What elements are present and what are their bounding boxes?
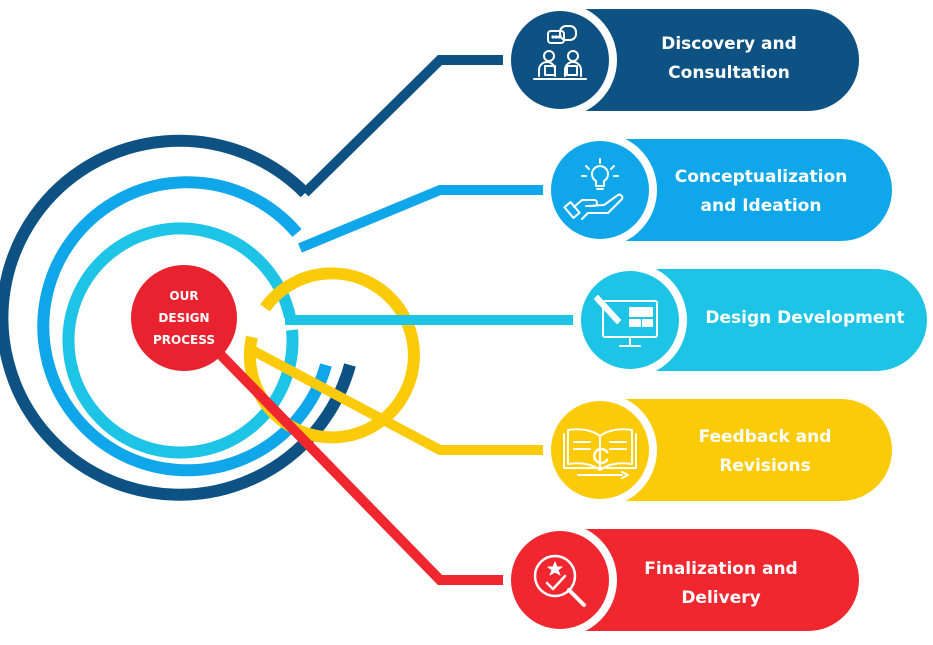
step-pill-finalization (575, 529, 859, 631)
monitor-design-icon (594, 295, 658, 347)
consultation-icon (533, 25, 587, 80)
idea-hand-icon (563, 158, 624, 220)
step-label-finalization: Finalization and Delivery (644, 559, 798, 608)
center-label: OUR DESIGN PROCESS (153, 289, 215, 347)
step-label-conceptualization: Conceptualization and Ideation (674, 167, 848, 216)
ring-conceptualization (37, 176, 332, 477)
open-book-icon (563, 428, 637, 479)
step-pill-conceptualization (615, 139, 892, 241)
ring-discovery (0, 134, 356, 501)
quality-search-icon (533, 554, 586, 607)
step-pill-design-development (645, 269, 927, 371)
step-label-feedback: Feedback and Revisions (698, 427, 832, 476)
ring-design-development (62, 222, 299, 459)
step-pill-feedback (615, 399, 892, 501)
center-circle (131, 265, 237, 371)
step-label-discovery: Discovery and Consultation (661, 34, 797, 83)
step-label-design-development: Design Development (705, 308, 905, 328)
step-pill-discovery (575, 9, 859, 111)
